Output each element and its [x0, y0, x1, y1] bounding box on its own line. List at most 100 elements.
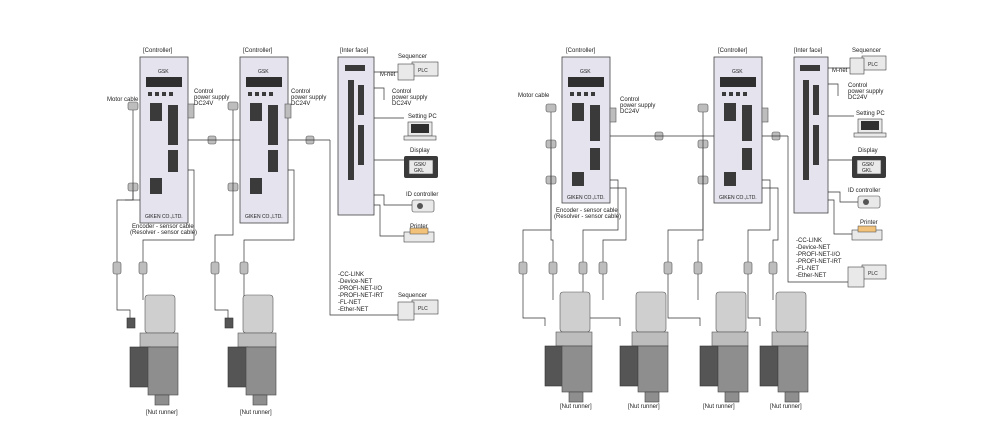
right-id-controller-label: ID controller: [848, 188, 880, 194]
left-control-power-1a: Control: [194, 89, 213, 95]
left-sequencer-label: Sequencer: [398, 54, 427, 60]
right-nut-runner-4: [Nut runner]: [759, 291, 809, 410]
left-nut-runner-2: [Nut runner]: [227, 294, 277, 416]
left-controller-2-label: [Controller]: [243, 48, 273, 54]
right-network-5: -Ether-NET: [796, 273, 827, 279]
right-power-c: DC24V: [848, 95, 867, 101]
right-nut-runner-1-label: [Nut runner]: [560, 404, 592, 410]
right-id-controller: ID controller: [848, 188, 880, 209]
right-network-1: -Device-NET: [796, 245, 831, 251]
left-interface: [Inter face]: [337, 48, 375, 216]
right-controller-1-model: GSK: [580, 69, 591, 75]
left-power-c: DC24V: [392, 101, 411, 107]
right-printer-label: Printer: [860, 220, 878, 226]
left-nut-runner-1-label: [Nut runner]: [146, 410, 178, 416]
left-power-a: Control: [392, 89, 411, 95]
left-network-2: -PROFI-NET-I/O: [338, 286, 382, 292]
left-control-power-2b: power supply: [291, 95, 326, 101]
left-control-power-2a: Control: [291, 89, 310, 95]
left-controller-2: [Controller] GSK GIKEN CO.,LTD.: [239, 48, 289, 224]
left-sequencer-plc: PLC: [418, 68, 428, 74]
left-power-b: power supply: [392, 95, 427, 101]
right-controller-2-brand: GIKEN CO.,LTD.: [719, 195, 757, 201]
right-display-screen-a: GSK/: [862, 162, 875, 168]
left-diagram: [Controller] GSK GIKEN CO.,LTD. [Control…: [107, 48, 438, 416]
right-nut-runner-1: [Nut runner]: [544, 291, 593, 410]
right-network-3: -PROFI-NET-IRT: [796, 259, 842, 265]
left-setting-pc: Setting PC: [403, 114, 437, 141]
right-controller-2-label: [Controller]: [718, 48, 748, 54]
left-control-power-2c: DC24V: [291, 101, 310, 107]
right-network-list: -CC-LINK -Device-NET -PROFI-NET-I/O -PRO…: [796, 238, 842, 279]
right-display-label: Display: [858, 148, 878, 154]
right-sequencer-plc: PLC: [868, 62, 878, 68]
left-display-screen-a: GSK/: [414, 162, 427, 168]
left-controller-1-encoder-port: [150, 178, 162, 194]
right-nut-runner-3-label: [Nut runner]: [703, 404, 735, 410]
left-controller-1-brand: GIKEN CO.,LTD.: [145, 214, 183, 220]
left-display-screen-b: GKL: [414, 168, 424, 174]
right-controller-1: [Controller] GSK GIKEN CO.,LTD.: [561, 48, 611, 204]
left-network-5: -Ether-NET: [338, 307, 369, 313]
left-controller-2-motor-port: [250, 103, 262, 121]
left-display: Display GSK/ GKL: [404, 148, 438, 178]
right-network-2: -PROFI-NET-I/O: [796, 252, 840, 258]
right-encoder-cable-a: Encoder - sensor cable: [556, 208, 618, 214]
right-controller-2: [Controller] GSK GIKEN CO.,LTD.: [713, 48, 763, 204]
right-power-a: Control: [848, 83, 867, 89]
left-encoder-cable-b: (Resolver - sensor cable): [130, 230, 197, 236]
right-setting-pc-label: Setting PC: [856, 111, 885, 117]
left-id-controller: ID controller: [406, 192, 438, 213]
left-nut-runner-1: [Nut runner]: [129, 294, 179, 416]
left-sequencer-2-label: Sequencer: [398, 293, 427, 299]
left-network-list: -CC-LINK -Device-NET -PROFI-NET-I/O -PRO…: [338, 272, 384, 313]
left-printer: Printer: [403, 224, 435, 243]
left-network-1: -Device-NET: [338, 279, 373, 285]
left-controller-1-display: [146, 77, 182, 87]
right-nut-runner-2: [Nut runner]: [619, 291, 669, 410]
left-controller-2-brand: GIKEN CO.,LTD.: [245, 214, 283, 220]
left-nut-runner-2-label: [Nut runner]: [240, 410, 272, 416]
right-display-screen-b: GKL: [862, 168, 872, 174]
right-display: Display GSK/ GKL: [852, 148, 886, 178]
right-controller-2-model: GSK: [732, 69, 743, 75]
right-power-b: power supply: [848, 89, 883, 95]
right-controller-1-brand: GIKEN CO.,LTD.: [567, 195, 605, 201]
left-controller-1: [Controller] GSK GIKEN CO.,LTD.: [139, 48, 189, 224]
left-display-label: Display: [410, 148, 430, 154]
left-controller-1-model: GSK: [158, 69, 169, 75]
right-interface-body: [793, 56, 829, 214]
right-mnet-label: M-net: [832, 68, 848, 74]
right-motor-cable-label: Motor cable: [518, 93, 550, 99]
left-encoder-cable-a: Encoder - sensor cable: [132, 224, 194, 230]
left-interface-label: [Inter face]: [340, 48, 369, 54]
left-sequencer-2-plc: PLC: [418, 306, 428, 312]
left-network-4: -FL-NET: [338, 300, 361, 306]
left-setting-pc-label: Setting PC: [408, 114, 437, 120]
right-control-power-b: power supply: [620, 103, 655, 109]
left-motor-cable-label: Motor cable: [107, 97, 139, 103]
right-printer: Printer: [851, 220, 883, 241]
left-controller-2-encoder-port: [250, 178, 262, 194]
left-controller-1-motor-port: [150, 103, 162, 121]
right-control-power-a: Control: [620, 97, 639, 103]
left-mnet-label: M-net: [380, 72, 396, 78]
right-network-0: -CC-LINK: [796, 238, 822, 244]
right-control-power-c: DC24V: [620, 109, 639, 115]
right-plc-2: PLC: [847, 264, 887, 288]
left-printer-label: Printer: [410, 224, 428, 230]
right-interface-label: [Inter face]: [794, 48, 823, 54]
right-setting-pc: Setting PC: [853, 111, 887, 138]
right-controller-1-label: [Controller]: [566, 48, 596, 54]
left-interface-body: [337, 56, 375, 216]
left-controller-2-display: [246, 77, 282, 87]
left-controller-2-model: GSK: [258, 69, 269, 75]
left-controller-1-label: [Controller]: [143, 48, 173, 54]
right-sequencer: Sequencer PLC: [849, 48, 887, 75]
left-network-0: -CC-LINK: [338, 272, 364, 278]
left-control-power-1b: power supply: [194, 95, 229, 101]
left-sequencer-2: Sequencer PLC: [397, 293, 439, 321]
right-sequencer-label: Sequencer: [852, 48, 881, 54]
right-diagram: [Controller] GSK GIKEN CO.,LTD. [Control…: [518, 48, 887, 410]
right-nut-runner-2-label: [Nut runner]: [628, 404, 660, 410]
